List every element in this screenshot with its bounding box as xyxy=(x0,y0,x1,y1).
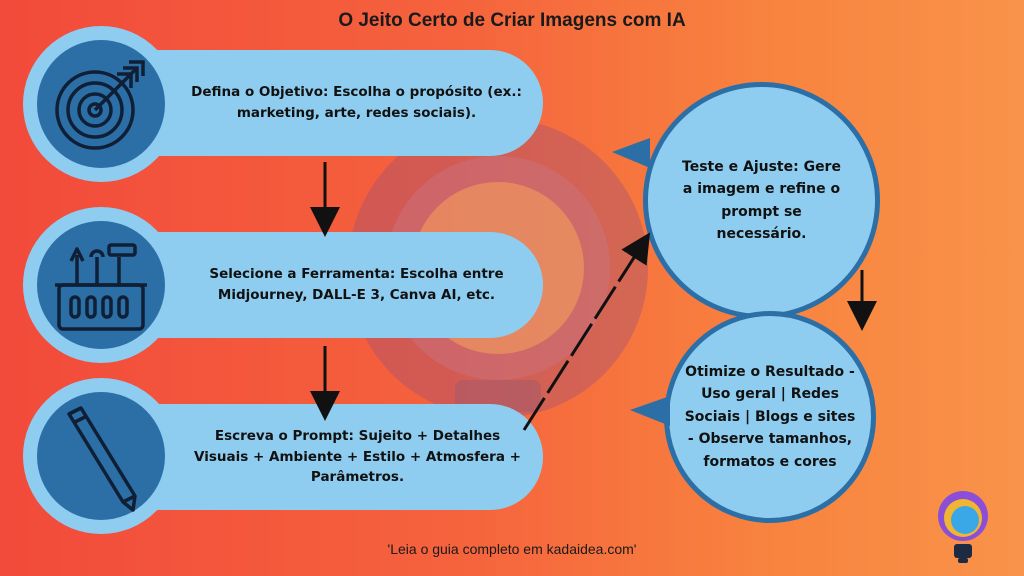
step-defina-objetivo: Defina o Objetivo: Escolha o propósito (… xyxy=(108,50,543,156)
step-icon-circle xyxy=(23,26,179,182)
step-selecione-ferramenta: Selecione a Ferramenta: Escolha entre Mi… xyxy=(108,232,543,338)
step-icon-circle xyxy=(23,378,179,534)
step-text: Defina o Objetivo: Escolha o propósito (… xyxy=(191,84,522,121)
step-text: Escreva o Prompt: Sujeito + Detalhes Vis… xyxy=(194,427,521,486)
step-teste-ajuste: Teste e Ajuste: Gere a imagem e refine o… xyxy=(643,82,880,319)
step-text: Otimize o Resultado - Uso geral | Redes … xyxy=(684,364,856,470)
target-icon xyxy=(55,60,145,150)
step-otimize-resultado: Otimize o Resultado - Uso geral | Redes … xyxy=(664,311,876,523)
step-icon-circle xyxy=(23,207,179,363)
step-text: Teste e Ajuste: Gere a imagem e refine o… xyxy=(682,158,841,242)
step-escreva-prompt: Escreva o Prompt: Sujeito + Detalhes Vis… xyxy=(108,404,543,510)
pencil-icon xyxy=(67,406,137,512)
toolbox-icon xyxy=(55,243,147,331)
step-text: Selecione a Ferramenta: Escolha entre Mi… xyxy=(209,266,504,303)
footer-note: 'Leia o guia completo em kadaidea.com' xyxy=(387,541,637,557)
lightbulb-logo-icon xyxy=(938,491,988,563)
page-title: O Jeito Certo de Criar Imagens com IA xyxy=(338,10,686,31)
